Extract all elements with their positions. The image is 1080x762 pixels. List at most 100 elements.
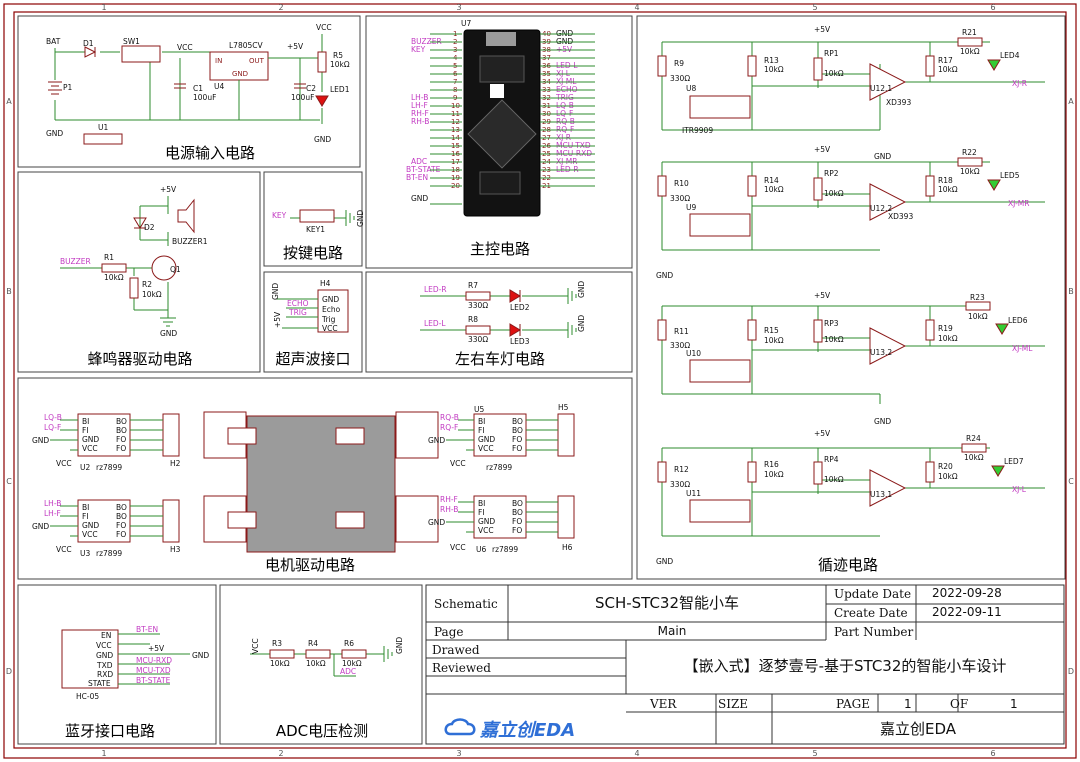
track-ch2: +5V R10 330Ω U9 R14 10kΩ RP2 10kΩ U12.2 … bbox=[656, 145, 1045, 280]
leds-r8-symbol bbox=[465, 325, 491, 335]
track-ch1-rled-value: 10kΩ bbox=[960, 47, 980, 56]
driver-u6: BI FI GND VCC BO BO FO FO RH-F RH-B GND … bbox=[428, 495, 575, 554]
track-ch3-rpu-label: R15 bbox=[764, 326, 779, 335]
driver-u3: BI FI GND VCC BO BO FO FO LH-B LH-F GND … bbox=[32, 499, 181, 558]
buzzer-q1-label: Q1 bbox=[170, 265, 181, 274]
ruler-rb: B bbox=[1068, 287, 1074, 296]
led1-label: LED1 bbox=[330, 85, 350, 94]
key-panel: KEY KEY1 GND 按键电路 bbox=[263, 171, 365, 267]
u3-pin-bi: BI bbox=[82, 503, 89, 512]
buzzer-q1-symbol bbox=[151, 255, 177, 281]
bt-net-en: BT-EN bbox=[136, 625, 158, 634]
adc-net: ADC bbox=[340, 667, 356, 676]
tb-drawed-label: Drawed bbox=[432, 643, 480, 657]
buzzer-panel-border bbox=[17, 171, 261, 373]
u5-pin-bo1: BO bbox=[512, 417, 523, 426]
u6-pin-fo1: FO bbox=[512, 517, 522, 526]
track-ch4-rled-value: 10kΩ bbox=[964, 453, 984, 462]
bt-net-mcu-txd: MCU-TXD bbox=[136, 666, 171, 675]
net-gnd-left: GND bbox=[411, 194, 428, 203]
power-gnd-l: GND bbox=[46, 129, 63, 138]
u2-pin-bo1: BO bbox=[116, 417, 127, 426]
leds-r7-value: 330Ω bbox=[468, 301, 488, 310]
ultra-net-gnd: GND bbox=[271, 283, 280, 300]
u2-gnd: GND bbox=[32, 436, 49, 445]
leds-r8-label: R8 bbox=[468, 315, 478, 324]
mcu-ref: U7 bbox=[461, 19, 471, 28]
track-ch2-rpu-value: 10kΩ bbox=[764, 185, 784, 194]
u6-pin-fo2: FO bbox=[512, 526, 522, 535]
buzzer-panel: +5V D2 BUZZER1 BUZZER R1 10kΩ Q1 R2 10kΩ… bbox=[17, 171, 261, 373]
track-ch3: +5V R11 330Ω U10 R15 10kΩ RP3 10kΩ U13.2… bbox=[657, 291, 1045, 426]
net-key: KEY bbox=[411, 45, 426, 54]
leds-r8-value: 330Ω bbox=[468, 335, 488, 344]
u2-pin-gnd: GND bbox=[82, 435, 99, 444]
track-ch4-rp bbox=[813, 461, 823, 485]
buzzer-d2-label: D2 bbox=[144, 223, 155, 232]
tb-project: 【嵌入式】逐梦壹号-基于STC32的智能小车设计 bbox=[684, 657, 1007, 675]
reg-wires bbox=[179, 57, 320, 120]
mcu-right-pins: 40 39 38 37 36 35 34 33 32 31 30 29 28 2… bbox=[542, 30, 551, 190]
ruler-d: D bbox=[6, 667, 12, 676]
ultra-net-trig: TRIG bbox=[288, 308, 307, 317]
track-ch4-gnd: GND bbox=[656, 557, 673, 566]
motor-rr bbox=[335, 511, 365, 529]
track-ch3-comparator bbox=[869, 327, 907, 365]
track-ch1-sensor bbox=[689, 95, 751, 119]
track-ch2-rin-value: 330Ω bbox=[670, 194, 690, 203]
track-ch4-rp-label: RP4 bbox=[824, 455, 839, 464]
u3-part: rz7899 bbox=[96, 549, 122, 558]
adc-r3-label: R3 bbox=[272, 639, 282, 648]
ruler-b4: 4 bbox=[634, 749, 639, 758]
bt-pin-en: EN bbox=[101, 631, 111, 640]
motor-left-rear bbox=[203, 495, 257, 543]
track-ch1-led-label: LED4 bbox=[1000, 51, 1020, 60]
u5-net-in1: RQ-B bbox=[440, 413, 459, 422]
net-lh-f: LH-F bbox=[411, 101, 428, 110]
ruler-b1: 1 bbox=[101, 749, 106, 758]
u3-pin-fi: FI bbox=[82, 512, 89, 521]
ruler-3: 3 bbox=[456, 3, 461, 12]
u3-ref: U3 bbox=[80, 549, 90, 558]
reg-label: L7805CV bbox=[229, 41, 264, 50]
bt-net-bt-state: BT-STATE bbox=[136, 676, 171, 685]
power-gnd-r: GND bbox=[314, 135, 331, 144]
leds-gnd2: GND bbox=[577, 315, 586, 332]
bt-net-5v: +5V bbox=[148, 644, 165, 653]
track-ch2-rled-value: 10kΩ bbox=[960, 167, 980, 176]
u1-label: U1 bbox=[98, 123, 108, 132]
net-bt-en: BT-EN bbox=[406, 173, 428, 182]
u6-vcc: VCC bbox=[450, 543, 466, 552]
track-ch1-rin bbox=[657, 55, 667, 77]
tb-part-label: Part Number bbox=[834, 625, 913, 639]
tb-logo: 嘉立创EDA bbox=[444, 718, 575, 741]
buzzer-net: BUZZER bbox=[60, 257, 91, 266]
ruler-5: 5 bbox=[812, 3, 817, 12]
adc-r3-value: 10kΩ bbox=[270, 659, 290, 668]
buzzer-symbol bbox=[177, 198, 195, 234]
tb-pg-value: 1 bbox=[904, 697, 912, 711]
ruler-ra: A bbox=[1068, 97, 1074, 106]
driver-u2-wires bbox=[50, 419, 163, 451]
ultra-pin-gnd: GND bbox=[322, 295, 339, 304]
c1-value: 100uF bbox=[193, 93, 216, 102]
ruler-b2: 2 bbox=[278, 749, 283, 758]
ruler-rd: D bbox=[1068, 667, 1074, 676]
adc-title: ADC电压检测 bbox=[276, 722, 368, 740]
power-title: 电源输入电路 bbox=[165, 144, 255, 162]
track-ch3-rin-label: R11 bbox=[674, 327, 689, 336]
key-gnd-symbol bbox=[345, 210, 355, 226]
track-ch4-rin bbox=[657, 461, 667, 483]
c2-value: 100uF bbox=[291, 93, 314, 102]
u5-part: rz7899 bbox=[486, 463, 512, 472]
u3-gnd: GND bbox=[32, 522, 49, 531]
track-ch3-rp-label: RP3 bbox=[824, 319, 839, 328]
track-ch2-rpu-label: R14 bbox=[764, 176, 779, 185]
track-ch4: +5V R12 330Ω U11 R16 10kΩ RP4 10kΩ U13.1… bbox=[656, 429, 1045, 566]
u6-pin-vcc: VCC bbox=[478, 526, 494, 535]
track-ch4-cmp-label: U13.1 bbox=[870, 490, 892, 499]
driver-u6-body bbox=[473, 495, 527, 539]
motor-left-front bbox=[203, 411, 257, 459]
u3-net-in2: LH-F bbox=[44, 509, 61, 518]
leds-r7-label: R7 bbox=[468, 281, 478, 290]
